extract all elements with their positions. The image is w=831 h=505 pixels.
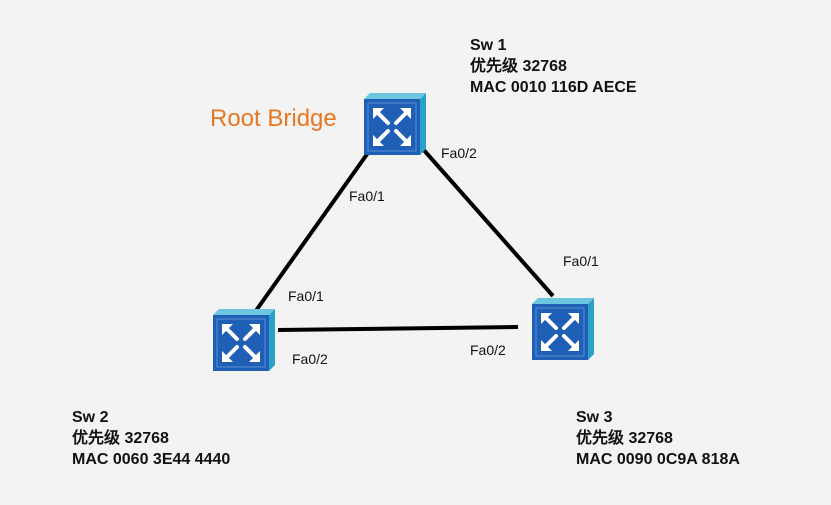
switch-name: Sw 3 <box>576 409 613 426</box>
root-bridge-label: Root Bridge <box>210 105 337 132</box>
switch-mac: MAC 0060 3E44 4440 <box>72 451 231 468</box>
switch-icon-sw1[interactable] <box>362 91 428 157</box>
switch-icon-sw2[interactable] <box>211 307 277 373</box>
switch-info-sw2: Sw 2 优先级 32768 MAC 0060 3E44 4440 <box>72 407 230 470</box>
switch-name: Sw 2 <box>72 409 109 426</box>
port-label-sw3-fa01: Fa0/1 <box>563 253 599 269</box>
port-label-sw1-fa02: Fa0/2 <box>441 145 477 161</box>
port-label-sw1-fa01: Fa0/1 <box>349 188 385 204</box>
port-label-sw2-fa01: Fa0/1 <box>288 288 324 304</box>
link-sw2-sw3 <box>277 325 519 332</box>
switch-info-sw1: Sw 1 优先级 32768 MAC 0010 116D AECE <box>470 35 637 98</box>
port-label-sw2-fa02: Fa0/2 <box>292 351 328 367</box>
port-label-sw3-fa02: Fa0/2 <box>470 342 506 358</box>
link-sw1-sw2 <box>253 148 372 314</box>
switch-info-sw3: Sw 3 优先级 32768 MAC 0090 0C9A 818A <box>576 407 740 470</box>
switch-priority: 优先级 32768 <box>72 430 169 447</box>
link-sw1-sw3 <box>420 146 555 298</box>
switch-icon-sw3[interactable] <box>530 296 596 362</box>
switch-name: Sw 1 <box>470 37 507 54</box>
switch-priority: 优先级 32768 <box>470 58 567 75</box>
switch-mac: MAC 0090 0C9A 818A <box>576 451 740 468</box>
switch-priority: 优先级 32768 <box>576 430 673 447</box>
switch-mac: MAC 0010 116D AECE <box>470 79 637 96</box>
